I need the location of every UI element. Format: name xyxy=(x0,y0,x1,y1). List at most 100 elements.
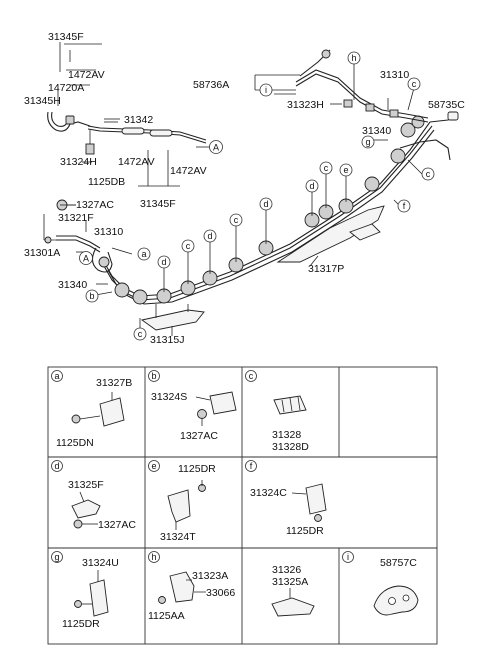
svg-text:d: d xyxy=(309,181,314,191)
callout-d-4: d xyxy=(305,179,319,193)
svg-text:d: d xyxy=(161,257,166,267)
callout-c-3: c xyxy=(319,161,333,175)
label-31345h: 31345H xyxy=(24,95,61,107)
label-1472av-c: 1472AV xyxy=(170,165,207,177)
label-1125db: 1125DB xyxy=(88,176,125,188)
callout-g: g xyxy=(361,135,375,149)
cell-h-label-3: 1125AA xyxy=(148,610,185,622)
svg-text:i: i xyxy=(265,85,267,95)
cell-b-letter: b xyxy=(151,371,156,381)
hose-assembly-upper-left xyxy=(47,42,207,187)
svg-text:h: h xyxy=(351,53,356,63)
cell-b-label-1: 31324S xyxy=(151,391,187,403)
detail-cell-d: d 31325F 1327AC xyxy=(51,460,136,531)
detail-cell-f: f 31324C 1125DR xyxy=(245,460,327,537)
cell-g-label-2: 1125DR xyxy=(62,618,100,630)
cell-h-label-2: 33066 xyxy=(206,587,235,599)
callout-f: f xyxy=(397,199,411,213)
callout-a: a xyxy=(137,247,151,261)
svg-text:c: c xyxy=(412,79,417,89)
cell-a-label-1: 31327B xyxy=(96,377,132,389)
detail-cell-e: e 1125DR 31324T xyxy=(148,460,216,543)
tube-assembly-upper-right xyxy=(254,49,459,161)
label-31342: 31342 xyxy=(124,114,153,126)
cell-g-letter: g xyxy=(54,552,59,562)
label-31324h: 31324H xyxy=(60,156,97,168)
svg-text:b: b xyxy=(89,291,94,301)
label-31310-left: 31310 xyxy=(94,226,123,238)
cell-a-label-2: 1125DN xyxy=(56,437,94,449)
callout-i: i xyxy=(259,83,273,97)
cell-c-letter: c xyxy=(249,371,254,381)
callout-b: b xyxy=(85,289,99,303)
callout-c-1: c xyxy=(181,239,195,253)
svg-text:c: c xyxy=(186,241,191,251)
label-31340-right: 31340 xyxy=(362,125,391,137)
label-1327ac: 1327AC xyxy=(76,199,114,211)
label-31345f-top: 31345F xyxy=(48,31,84,43)
callout-a-left: A xyxy=(79,251,93,265)
detail-cell-g: g 31324U 1125DR xyxy=(51,551,119,630)
callout-d-2: d xyxy=(203,229,217,243)
callout-a-upper: A xyxy=(209,140,223,154)
callout-c-5: c xyxy=(407,77,421,91)
svg-text:d: d xyxy=(207,231,212,241)
svg-text:A: A xyxy=(213,143,219,153)
callout-c-4: c xyxy=(421,167,435,181)
svg-text:a: a xyxy=(141,249,146,259)
callout-c-2: c xyxy=(229,213,243,227)
callout-d-3: d xyxy=(259,197,273,211)
cell-f-label-1: 31324C xyxy=(250,487,287,499)
svg-text:A: A xyxy=(83,254,89,264)
bracket-31315j xyxy=(140,304,205,331)
reference-callouts: A A a b c d c d c d d c e f c g h c i xyxy=(79,51,435,341)
label-31310-right: 31310 xyxy=(380,69,409,81)
cell-31326-label-1: 31326 xyxy=(272,564,301,576)
cell-e-label-2: 31324T xyxy=(160,531,196,543)
label-1472av-b: 1472AV xyxy=(118,156,155,168)
cell-e-label-1: 1125DR xyxy=(178,463,216,475)
detail-cell-31326: 31326 31325A xyxy=(271,564,315,617)
svg-text:e: e xyxy=(343,165,348,175)
label-31345f-bottom: 31345F xyxy=(140,198,176,210)
svg-text:c: c xyxy=(426,169,431,179)
label-58736a: 58736A xyxy=(193,79,229,91)
cell-g-label-1: 31324U xyxy=(82,557,119,569)
leader-lines xyxy=(60,43,423,336)
cell-d-letter: d xyxy=(54,461,59,471)
label-31315j: 31315J xyxy=(150,334,184,346)
svg-text:c: c xyxy=(234,215,239,225)
cell-31326-label-2: 31325A xyxy=(272,576,308,588)
label-1472av-a: 1472AV xyxy=(68,69,105,81)
cell-a-letter: a xyxy=(54,371,59,381)
label-31340-left: 31340 xyxy=(58,279,87,291)
svg-text:g: g xyxy=(365,137,370,147)
callout-h: h xyxy=(347,51,361,65)
svg-text:c: c xyxy=(324,163,329,173)
cell-f-letter: f xyxy=(250,461,253,471)
cell-f-label-2: 1125DR xyxy=(286,525,324,537)
cell-i-label-1: 58757C xyxy=(380,557,417,569)
callout-d-1: d xyxy=(157,255,171,269)
detail-cell-b: b 31324S 1327AC xyxy=(148,370,237,442)
label-31321f: 31321F xyxy=(58,212,94,224)
cell-d-label-2: 1327AC xyxy=(98,519,136,531)
svg-text:d: d xyxy=(263,199,268,209)
cell-c-label-2: 31328D xyxy=(272,441,309,453)
part-labels: 31345F 1472AV 14720A 31345H 31342 31324H… xyxy=(24,31,465,346)
main-assembly-drawing: 31345F 1472AV 14720A 31345H 31342 31324H… xyxy=(24,31,465,346)
label-31323h: 31323H xyxy=(287,99,324,111)
label-14720a: 14720A xyxy=(48,82,84,94)
cell-b-label-2: 1327AC xyxy=(180,430,218,442)
detail-grid: a 31327B 1125DN b 31324S 1327AC c 31328 … xyxy=(47,366,438,645)
label-31317p: 31317P xyxy=(308,263,344,275)
detail-cell-i: i 58757C xyxy=(342,551,419,616)
label-58735c: 58735C xyxy=(428,99,465,111)
callout-c-bottom: c xyxy=(133,327,147,341)
svg-text:c: c xyxy=(138,329,143,339)
detail-cell-a: a 31327B 1125DN xyxy=(51,370,132,449)
callout-e: e xyxy=(339,163,353,177)
cell-h-letter: h xyxy=(151,552,156,562)
cell-d-label-1: 31325F xyxy=(68,479,104,491)
